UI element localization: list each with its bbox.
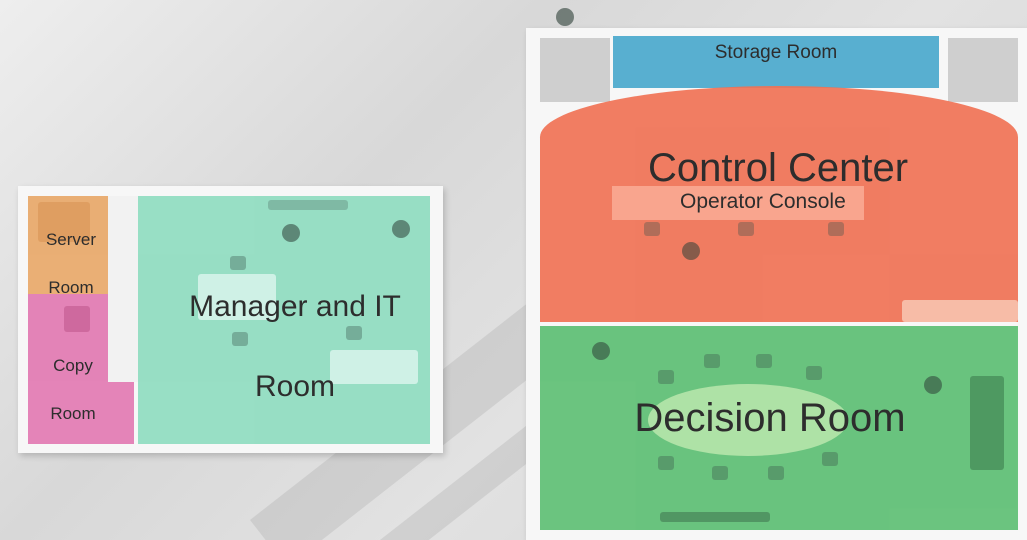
storage-room-label: Storage Room xyxy=(714,42,838,63)
operator-console xyxy=(612,186,864,220)
decision-room xyxy=(540,326,1018,530)
stair-left xyxy=(540,38,610,102)
control-center-label: Control Center xyxy=(647,146,909,190)
chair-icon xyxy=(704,354,720,368)
seating-bench xyxy=(660,512,770,522)
server-room-label: Server xyxy=(45,230,97,249)
table-icon xyxy=(648,384,848,456)
copy-room-label: Copy xyxy=(53,356,93,375)
chair-icon xyxy=(644,222,660,236)
copier xyxy=(64,306,90,332)
manager-it-room xyxy=(138,196,430,444)
chair-icon xyxy=(658,456,674,470)
plant-icon xyxy=(682,242,700,260)
copy-room-label-line2: Room xyxy=(50,404,96,423)
storage-room xyxy=(613,36,939,88)
server-rack xyxy=(38,202,90,242)
chair-icon xyxy=(712,466,728,480)
chair-icon xyxy=(658,370,674,384)
chair-icon xyxy=(828,222,844,236)
plant-icon xyxy=(924,376,942,394)
counter xyxy=(902,300,1018,322)
chair-icon xyxy=(230,256,246,270)
server-room-label-line2: Room xyxy=(48,278,94,297)
manager-it-room-label: Manager and IT xyxy=(189,290,401,323)
server-room xyxy=(28,196,108,294)
stair-right xyxy=(948,38,1018,102)
table-icon xyxy=(198,274,276,320)
decision-room-label: Decision Room xyxy=(634,396,906,440)
operator-console-label: Operator Console xyxy=(680,190,846,213)
corridor xyxy=(108,196,138,382)
chair-icon xyxy=(346,326,362,340)
plant-icon xyxy=(392,220,410,238)
desk xyxy=(330,350,418,384)
chair-icon xyxy=(738,222,754,236)
plant-icon xyxy=(556,8,574,26)
chair-icon xyxy=(806,366,822,380)
display-wall xyxy=(970,376,1004,470)
shelf xyxy=(268,200,348,210)
chair-icon xyxy=(232,332,248,346)
chair-icon xyxy=(756,354,772,368)
plant-icon xyxy=(282,224,300,242)
chair-icon xyxy=(768,466,784,480)
chair-icon xyxy=(822,452,838,466)
manager-it-room-label-line2: Room xyxy=(254,370,336,403)
plant-icon xyxy=(592,342,610,360)
